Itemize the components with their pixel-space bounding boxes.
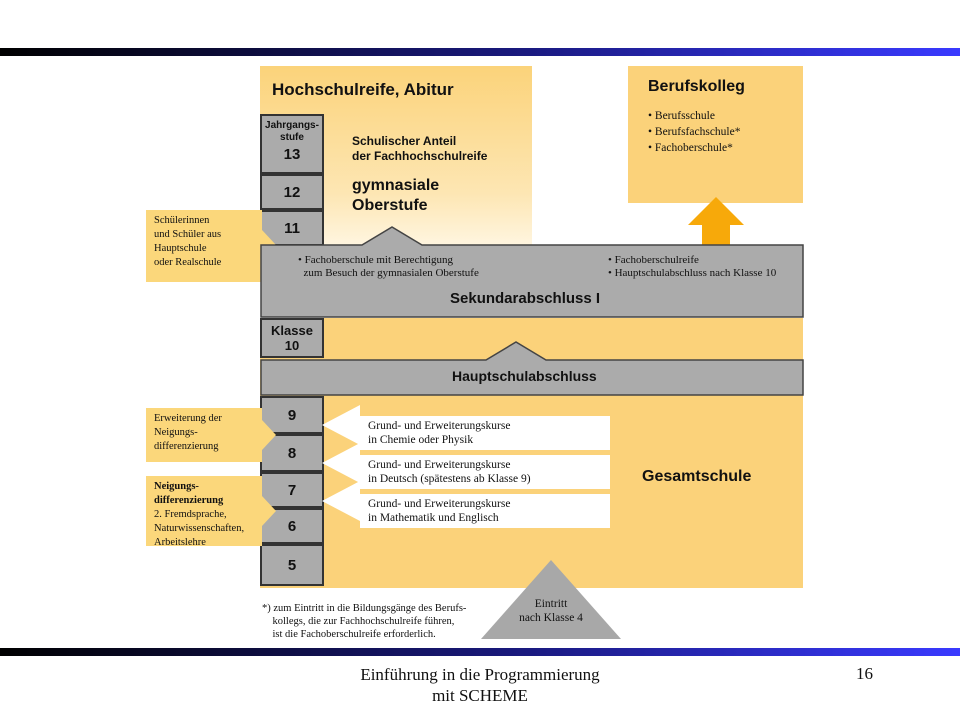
footer-title: Einführung in die Programmierung mit SCH… bbox=[360, 665, 600, 705]
eintritt-label: Eintritt nach Klasse 4 bbox=[519, 598, 583, 624]
grade-12: 12 bbox=[260, 174, 324, 210]
note-erweiterung-text: Erweiterung der Neigungs- differenzierun… bbox=[154, 413, 222, 452]
course-chemie: Grund- und Erweiterungskurse in Chemie o… bbox=[360, 416, 610, 450]
note-arrow-icon bbox=[262, 496, 276, 526]
bottom-rule bbox=[0, 648, 960, 656]
note-neigung-text: 2. Fremdsprache, Naturwissenschaften, Ar… bbox=[154, 509, 245, 548]
course-deutsch-text: Grund- und Erweiterungskurse in Deutsch … bbox=[368, 459, 531, 485]
course-arrow-icon bbox=[322, 481, 360, 521]
grade-7: 7 bbox=[260, 472, 324, 508]
grade-5: 5 bbox=[260, 544, 324, 586]
footnote: *) zum Eintritt in die Bildungsgänge des… bbox=[262, 603, 467, 640]
jahrgang-header: Jahrgangs- stufe bbox=[265, 120, 319, 143]
note-arrow-icon bbox=[262, 420, 276, 450]
list-item: • Fachoberschule* bbox=[648, 142, 733, 154]
sekundar-band bbox=[260, 226, 804, 318]
sekundar-left-text: • Fachoberschule mit Berechtigung zum Be… bbox=[298, 254, 479, 279]
note-neigung: Neigungs- differenzierung 2. Fremdsprach… bbox=[146, 476, 262, 548]
course-arrow-icon bbox=[322, 443, 360, 483]
gesamtschule-label: Gesamtschule bbox=[642, 468, 752, 485]
berufskolleg-box: Berufskolleg • Berufsschule • Berufsfach… bbox=[628, 66, 803, 203]
note-erweiterung: Erweiterung der Neigungs- differenzierun… bbox=[146, 408, 262, 462]
abitur-title: Hochschulreife, Abitur bbox=[272, 80, 454, 99]
list-item: • Berufsschule bbox=[648, 110, 715, 122]
note-schueler: Schülerinnen und Schüler aus Hauptschule… bbox=[146, 210, 262, 282]
up-arrow-icon bbox=[688, 197, 744, 247]
berufskolleg-list: • Berufsschule • Berufsfachschule* • Fac… bbox=[648, 108, 740, 156]
hauptschul-label: Hauptschulabschluss bbox=[452, 368, 597, 384]
course-arrow-icon bbox=[322, 405, 360, 445]
course-mathe: Grund- und Erweiterungskurse in Mathemat… bbox=[360, 494, 610, 528]
course-mathe-text: Grund- und Erweiterungskurse in Mathemat… bbox=[368, 498, 511, 524]
top-rule bbox=[0, 48, 960, 56]
course-chemie-text: Grund- und Erweiterungskurse in Chemie o… bbox=[368, 420, 511, 446]
note-neigung-title: Neigungs- differenzierung bbox=[154, 481, 224, 506]
hauptschul-band bbox=[260, 341, 804, 396]
course-deutsch: Grund- und Erweiterungskurse in Deutsch … bbox=[360, 455, 610, 489]
klasse-10-cell: Klasse 10 bbox=[260, 318, 324, 358]
jahrgang-header-cell: Jahrgangs- stufe 13 bbox=[260, 114, 324, 174]
page-number: 16 bbox=[856, 664, 873, 683]
sekundar-label: Sekundarabschluss I bbox=[450, 290, 601, 307]
sekundar-right-text: • Fachoberschulreife • Hauptschulabschlu… bbox=[608, 254, 777, 279]
oberstufe-label: gymnasiale Oberstufe bbox=[352, 177, 440, 214]
list-item: • Berufsfachschule* bbox=[648, 126, 741, 138]
grade-13: 13 bbox=[283, 146, 301, 163]
fachhochschulreife-label: Schulischer Anteil der Fachhochschulreif… bbox=[352, 134, 488, 163]
note-schueler-text: Schülerinnen und Schüler aus Hauptschule… bbox=[154, 215, 222, 268]
eintritt-triangle bbox=[481, 560, 621, 639]
berufskolleg-title: Berufskolleg bbox=[648, 78, 745, 95]
